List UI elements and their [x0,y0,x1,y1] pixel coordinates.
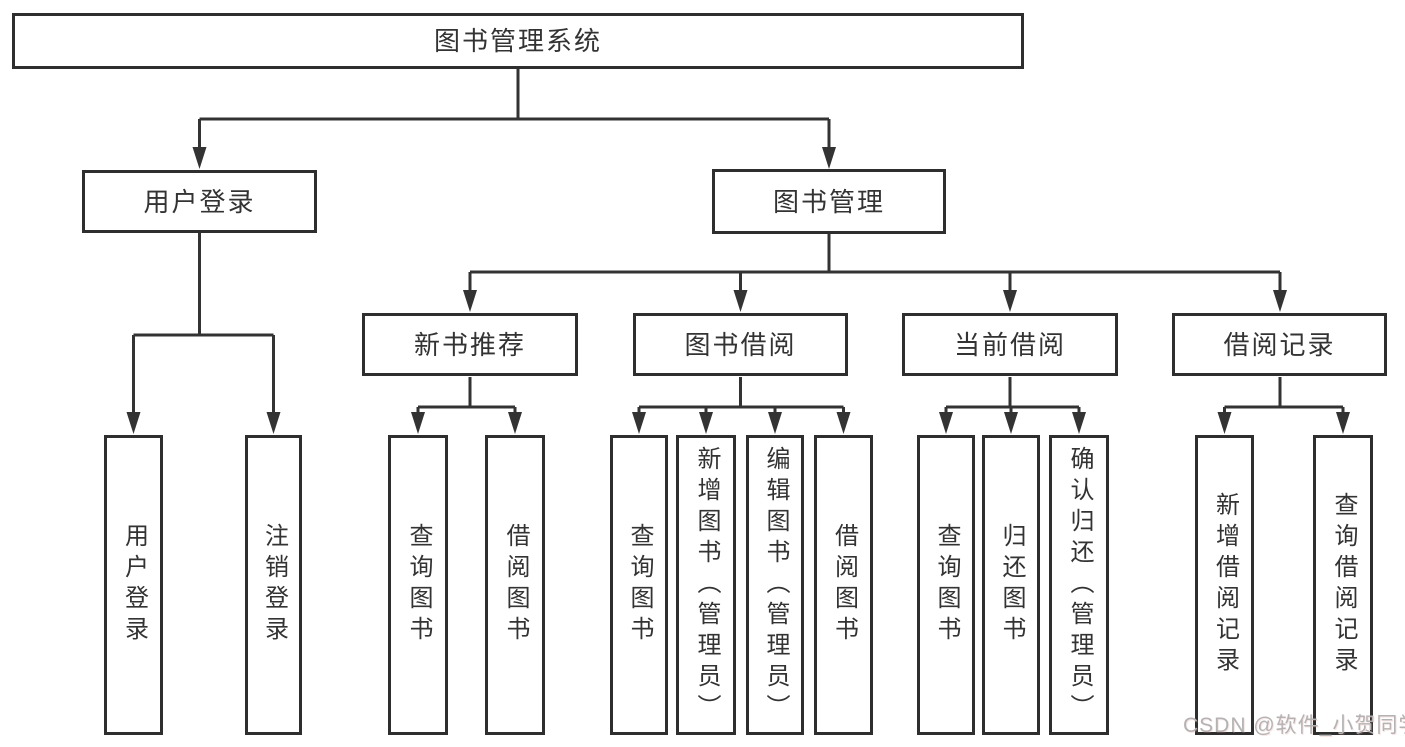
leaf-newbooks-query-books: 查询图书 [388,435,448,735]
node-current-borrow: 当前借阅 [902,313,1118,376]
leaf-newbooks-borrow-books: 借阅图书 [485,435,545,735]
leaf-records-add-record: 新增借阅记录 [1195,435,1254,735]
leaf-current-query-books: 查询图书 [917,435,975,735]
node-root: 图书管理系统 [12,13,1024,69]
leaf-user-login: 用户登录 [104,435,163,735]
node-user-login: 用户登录 [82,170,317,233]
connector-book-borrow [637,377,845,416]
node-book-mgmt: 图书管理 [712,169,946,234]
connector-book-mgmt [468,234,1282,294]
connector-current-borrow [944,377,1081,416]
csdn-watermark: CSDN @软件_小贺同学 [1183,714,1405,737]
leaf-records-query-record: 查询借阅记录 [1313,435,1373,735]
connector-borrow-records [1223,377,1345,416]
leaf-logout: 注销登录 [245,435,302,735]
leaf-borrow-add-books-admin: 新增图书（管理员） [676,435,736,735]
connector-user-login [132,233,275,416]
connector-new-books [416,377,517,416]
leaf-current-confirm-return-admin: 确认归还（管理员） [1049,435,1109,735]
leaf-borrow-borrow-books: 借阅图书 [814,435,873,735]
connector-root [198,69,831,150]
node-borrow-records: 借阅记录 [1172,313,1387,376]
leaf-current-return-books: 归还图书 [982,435,1040,735]
arrowheads [126,147,1350,434]
node-book-borrow: 图书借阅 [633,313,848,376]
leaf-borrow-edit-books-admin: 编辑图书（管理员） [746,435,804,735]
node-new-books: 新书推荐 [362,313,578,376]
leaf-borrow-query-books: 查询图书 [610,435,668,735]
